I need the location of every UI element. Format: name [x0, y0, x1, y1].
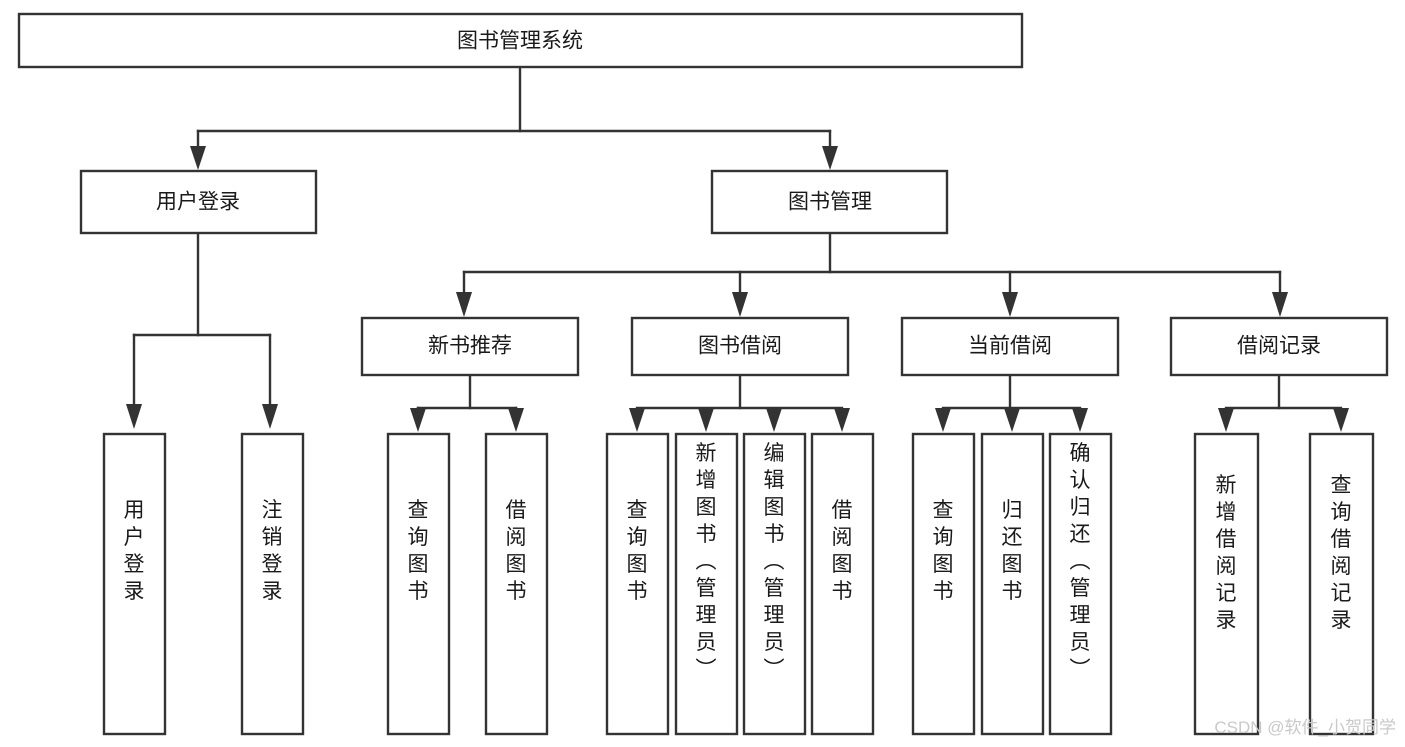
arrowhead-new-book-child-0 [410, 408, 426, 432]
node-root[interactable]: 图书管理系统 [17, 12, 1024, 69]
arrowhead-user-login [190, 146, 206, 170]
node-borrow-record-label: 借阅记录 [1237, 335, 1321, 358]
arrowhead-borrow-record-child-1 [1333, 408, 1349, 432]
node-leaf-add-book-admin[interactable]: 新增图书︵管理员︶ [674, 432, 739, 736]
node-leaf-query-book-1-label: 查询图书 [408, 499, 429, 603]
node-leaf-add-book-admin-label: 新增图书︵管理员︶ [696, 442, 717, 681]
node-leaf-add-borrow-record-box[interactable] [1193, 432, 1260, 736]
node-borrow-record[interactable]: 借阅记录 [1169, 316, 1389, 377]
node-leaf-borrow-book-2-label: 借阅图书 [832, 499, 853, 603]
node-user-login-label: 用户登录 [156, 191, 240, 214]
node-leaf-borrow-book-1-box[interactable] [484, 432, 549, 736]
arrowhead-current-borrow [1002, 292, 1018, 317]
watermark-label: CSDN @软件_小贺同学 [1214, 718, 1396, 737]
node-leaf-query-borrow-record-box[interactable] [1308, 432, 1375, 736]
node-leaf-confirm-return-admin[interactable]: 确认归还︵管理员︶ [1048, 432, 1113, 736]
arrowhead-new-book-child-1 [508, 408, 524, 432]
node-leaf-return-book-box[interactable] [980, 432, 1045, 736]
node-borrow-record-box[interactable] [1169, 316, 1389, 377]
node-leaf-edit-book-admin-box[interactable] [742, 432, 807, 736]
node-leaf-query-book-2-box[interactable] [605, 432, 670, 736]
node-leaf-query-book-2-label: 查询图书 [627, 499, 648, 603]
node-leaf-user-login[interactable]: 用户登录 [102, 432, 167, 736]
node-leaf-query-borrow-record-label: 查询借阅记录 [1331, 474, 1352, 632]
node-book-manage-box[interactable] [710, 169, 949, 235]
node-root-box[interactable] [17, 12, 1024, 69]
node-leaf-confirm-return-admin-label: 确认归还︵管理员︶ [1070, 442, 1091, 681]
node-leaf-query-book-2[interactable]: 查询图书 [605, 432, 670, 736]
node-leaf-query-book-3-label: 查询图书 [933, 499, 954, 603]
node-user-login-box[interactable] [79, 169, 318, 235]
arrowhead-borrow-record-child-0 [1218, 408, 1234, 432]
node-new-book-recommend[interactable]: 新书推荐 [360, 316, 580, 377]
node-leaf-edit-book-admin-label: 编辑图书︵管理员︶ [764, 442, 785, 681]
arrowhead-user-login-child-0 [126, 404, 142, 429]
node-leaf-query-book-3[interactable]: 查询图书 [911, 432, 976, 736]
arrowhead-borrow-book-child-0 [629, 408, 645, 432]
node-leaf-confirm-return-admin-box[interactable] [1048, 432, 1113, 736]
node-leaf-return-book[interactable]: 归还图书 [980, 432, 1045, 736]
node-leaf-logout[interactable]: 注销登录 [240, 432, 305, 736]
connector-layer [126, 65, 1349, 432]
node-book-manage[interactable]: 图书管理 [710, 169, 949, 235]
node-book-borrow[interactable]: 图书借阅 [630, 316, 850, 377]
node-book-manage-label: 图书管理 [788, 191, 872, 214]
node-current-borrow-label: 当前借阅 [968, 335, 1052, 358]
arrowhead-book-manage [822, 146, 838, 170]
node-leaf-borrow-book-2-box[interactable] [810, 432, 875, 736]
arrowhead-borrow-book [732, 292, 748, 317]
node-leaf-logout-label: 注销登录 [262, 499, 283, 603]
node-current-borrow-box[interactable] [900, 316, 1120, 377]
node-leaf-add-borrow-record-label: 新增借阅记录 [1216, 474, 1237, 632]
node-new-book-recommend-label: 新书推荐 [428, 335, 512, 358]
node-leaf-query-book-1[interactable]: 查询图书 [386, 432, 451, 736]
node-leaf-user-login-box[interactable] [102, 432, 167, 736]
node-current-borrow[interactable]: 当前借阅 [900, 316, 1120, 377]
node-root-label: 图书管理系统 [457, 30, 583, 53]
node-new-book-recommend-box[interactable] [360, 316, 580, 377]
node-user-login[interactable]: 用户登录 [79, 169, 318, 235]
arrowhead-current-borrow-child-1 [1004, 408, 1020, 432]
node-book-borrow-label: 图书借阅 [698, 335, 782, 358]
arrowhead-new-book [456, 292, 472, 317]
node-leaf-borrow-book-2[interactable]: 借阅图书 [810, 432, 875, 736]
node-leaf-logout-box[interactable] [240, 432, 305, 736]
arrowhead-borrow-book-child-1 [698, 408, 714, 432]
node-leaf-add-borrow-record[interactable]: 新增借阅记录 [1193, 432, 1260, 736]
node-book-borrow-box[interactable] [630, 316, 850, 377]
node-leaf-query-book-3-box[interactable] [911, 432, 976, 736]
arrowhead-borrow-book-child-2 [766, 408, 782, 432]
node-leaf-query-book-1-box[interactable] [386, 432, 451, 736]
node-leaf-query-borrow-record[interactable]: 查询借阅记录 [1308, 432, 1375, 736]
arrowhead-borrow-book-child-3 [834, 408, 850, 432]
node-leaf-user-login-label: 用户登录 [124, 499, 145, 603]
node-leaf-borrow-book-1[interactable]: 借阅图书 [484, 432, 549, 736]
node-leaf-return-book-label: 归还图书 [1002, 499, 1023, 603]
node-leaf-add-book-admin-box[interactable] [674, 432, 739, 736]
node-leaf-borrow-book-1-label: 借阅图书 [506, 499, 527, 603]
arrowhead-borrow-record [1272, 292, 1288, 317]
arrowhead-user-login-child-1 [262, 404, 278, 429]
arrowhead-current-borrow-child-0 [935, 408, 951, 432]
arrowhead-current-borrow-child-2 [1072, 408, 1088, 432]
node-leaf-edit-book-admin[interactable]: 编辑图书︵管理员︶ [742, 432, 807, 736]
